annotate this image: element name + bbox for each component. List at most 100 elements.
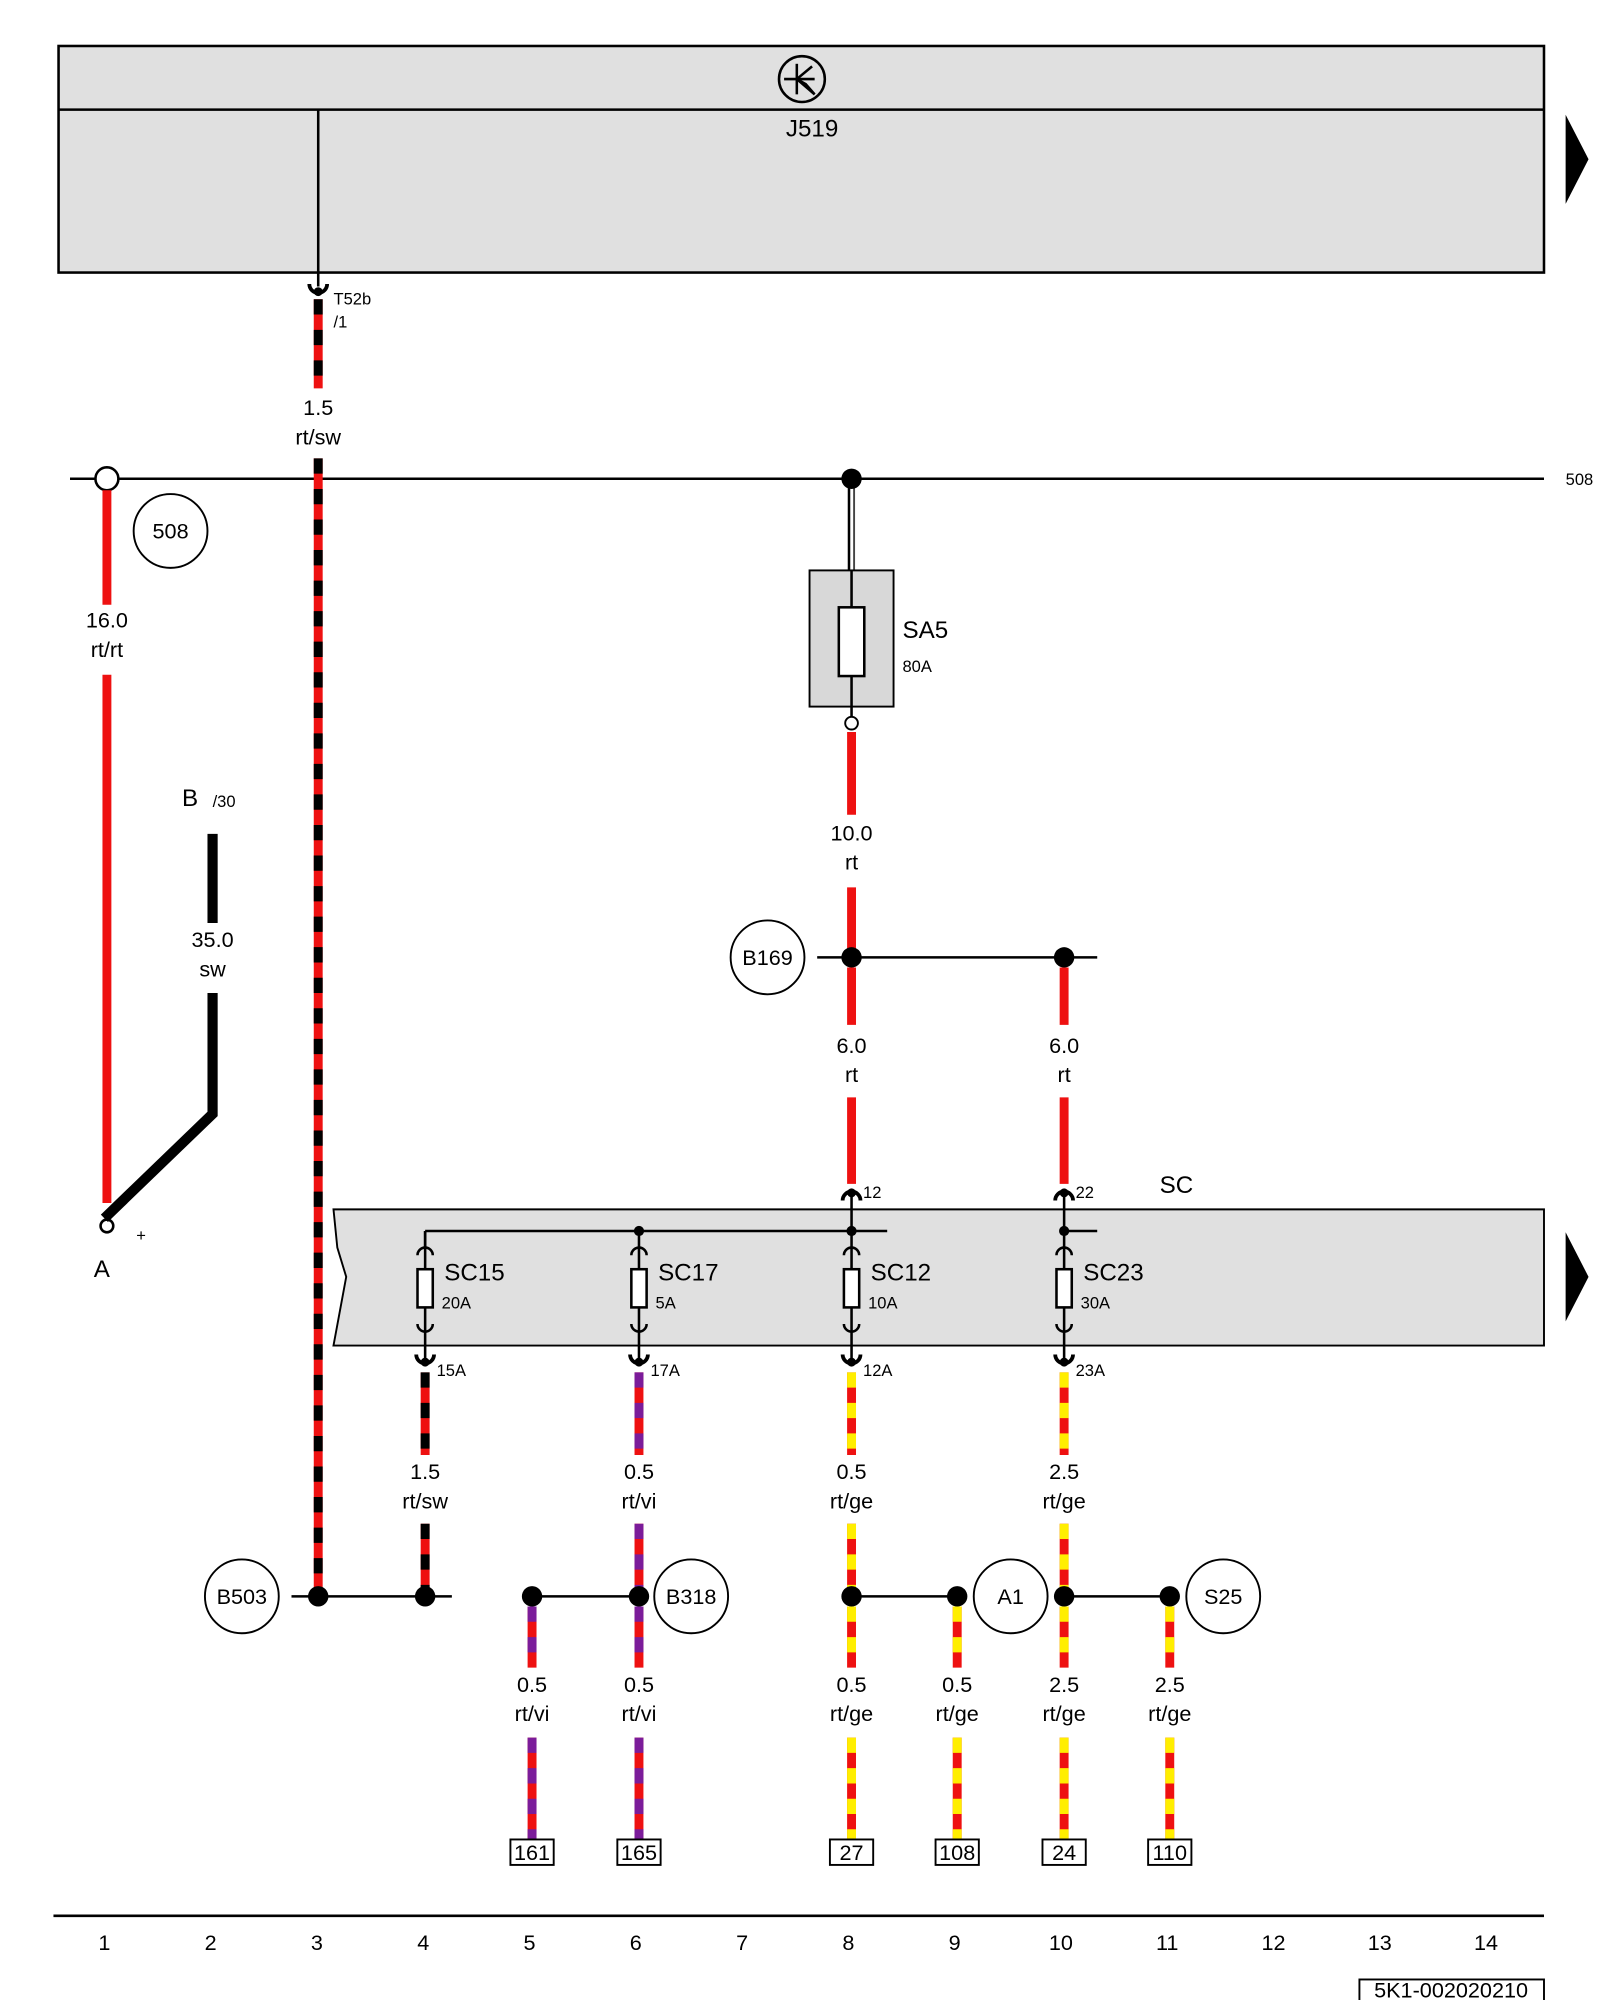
battery-label: B: [182, 785, 198, 812]
fuse-rating: 10A: [868, 1294, 897, 1313]
splice-circle-b318: [653, 1558, 730, 1635]
fuse-socket: [1055, 1246, 1074, 1256]
junction-dot: [1059, 1225, 1070, 1237]
connector-dot: [847, 1357, 857, 1367]
fuse-socket: [842, 1323, 861, 1333]
control-unit-j519: J519: [57, 44, 1546, 287]
wire-color-label: rt/vi: [622, 1489, 657, 1514]
fuse-label: SC12: [871, 1260, 931, 1287]
wire-color-label: rt/vi: [515, 1701, 550, 1726]
splice-label: B503: [217, 1584, 268, 1609]
bus-end-label: 508: [1566, 470, 1594, 489]
bus-circle-508: 508: [132, 493, 209, 569]
fuse-rating: 20A: [442, 1294, 471, 1313]
splice-node: [1053, 1586, 1075, 1607]
fuse-socket: [630, 1323, 648, 1333]
fuse-socket: [630, 1246, 648, 1256]
reference-box: [616, 1838, 662, 1866]
wire-color-label: rt/ge: [830, 1489, 873, 1514]
grid-number: 11: [1156, 1930, 1178, 1955]
fuse-sc12: [842, 1267, 861, 1309]
grid-number: 6: [630, 1930, 642, 1955]
wire-size-label: 0.5: [624, 1459, 654, 1484]
reference-number: 161: [514, 1840, 550, 1865]
fuse-sc15: [416, 1267, 435, 1309]
wire-segment: [100, 992, 218, 1222]
wire-color-label: rt/ge: [1042, 1701, 1085, 1726]
connector-pin-label: /1: [333, 312, 347, 331]
fuse-socket: [416, 1246, 435, 1256]
grid-number: 4: [417, 1930, 429, 1955]
splice-node: [414, 1586, 436, 1607]
reference-box: [1041, 1838, 1087, 1866]
svg-text:508: 508: [153, 519, 189, 544]
splice-node: [521, 1586, 543, 1607]
fuse-rating: 5A: [656, 1294, 676, 1313]
grid-number: 7: [736, 1930, 748, 1955]
splice-node: [947, 1586, 968, 1607]
wire-color-label: rt: [845, 1062, 858, 1087]
splice-node: [1053, 947, 1075, 968]
main-fuse-label: SA5: [902, 617, 948, 644]
wire-size-label: 35.0: [192, 927, 234, 952]
fuse-label: SC17: [658, 1260, 718, 1287]
splice-circle-s25: [1185, 1558, 1262, 1635]
wire-size-label: 0.5: [517, 1672, 547, 1697]
carrier-input-pin: 12: [863, 1183, 881, 1202]
grid-number: 10: [1049, 1930, 1073, 1955]
splice-label: B318: [666, 1584, 717, 1609]
reference-box: [1147, 1838, 1193, 1866]
grid-number: 3: [311, 1930, 323, 1955]
splice-circle-a1: [972, 1558, 1049, 1635]
continuation-arrow-icon: [1565, 114, 1589, 204]
wire-size-label: 1.5: [303, 395, 333, 420]
continuation-arrow-icon: [1565, 1232, 1589, 1322]
splice-label: S25: [1204, 1584, 1242, 1609]
splice-node: [308, 1586, 329, 1607]
wire-size-label: 0.5: [837, 1459, 867, 1484]
grid-number: 9: [949, 1930, 961, 1955]
reference-box: [828, 1838, 875, 1866]
splice-circle-b503: [203, 1558, 280, 1635]
document-id-box: 5K1-002020210: [1358, 1977, 1545, 2000]
battery-point-a: [99, 1218, 115, 1234]
fuse-output-pin: 17A: [650, 1361, 679, 1380]
reference-box: [509, 1838, 555, 1866]
junction-dot: [633, 1225, 645, 1237]
connector-dot: [420, 1357, 430, 1367]
fuse-output-pin: 12A: [863, 1361, 892, 1380]
grid-number: 12: [1261, 1930, 1285, 1955]
wire-color-label: rt/sw: [402, 1489, 448, 1514]
connector-dot: [1059, 1357, 1069, 1367]
polarity-label: +: [136, 1226, 146, 1245]
wire-color-label: sw: [199, 956, 226, 981]
svg-text:5K1-002020210: 5K1-002020210: [1374, 1977, 1528, 2000]
control-unit-label: J519: [786, 115, 838, 142]
reference-number: 165: [621, 1840, 657, 1865]
splice-node: [628, 1586, 650, 1607]
wire-size-label: 2.5: [1049, 1459, 1079, 1484]
wire-color-label: rt: [845, 850, 858, 875]
wire-color-label: rt/ge: [936, 1701, 979, 1726]
splice-label: B169: [742, 945, 793, 970]
main-fuse-sa5: [808, 478, 895, 731]
transistor-symbol-icon: [777, 54, 827, 104]
bus-terminal: [94, 466, 120, 492]
reference-number: 110: [1153, 1840, 1187, 1865]
wire-color-label: rt/rt: [91, 637, 123, 662]
wire-color-label: rt/sw: [295, 424, 341, 449]
battery-terminal: /30: [213, 792, 236, 811]
splice-node: [841, 1586, 862, 1607]
point-label: A: [94, 1256, 111, 1283]
splice-node: [841, 947, 862, 968]
fuse-rating: 30A: [1081, 1294, 1110, 1313]
fuse-carrier-label: SC: [1160, 1172, 1194, 1199]
wire-color-label: rt/ge: [830, 1701, 873, 1726]
fuse-label: SC23: [1083, 1260, 1143, 1287]
fuse-carrier-sc: [332, 1208, 1545, 1347]
fuse-socket: [842, 1246, 861, 1256]
grid-number: 14: [1474, 1930, 1498, 1955]
wire-size-label: 6.0: [837, 1033, 867, 1058]
wire-size-label: 0.5: [942, 1672, 972, 1697]
